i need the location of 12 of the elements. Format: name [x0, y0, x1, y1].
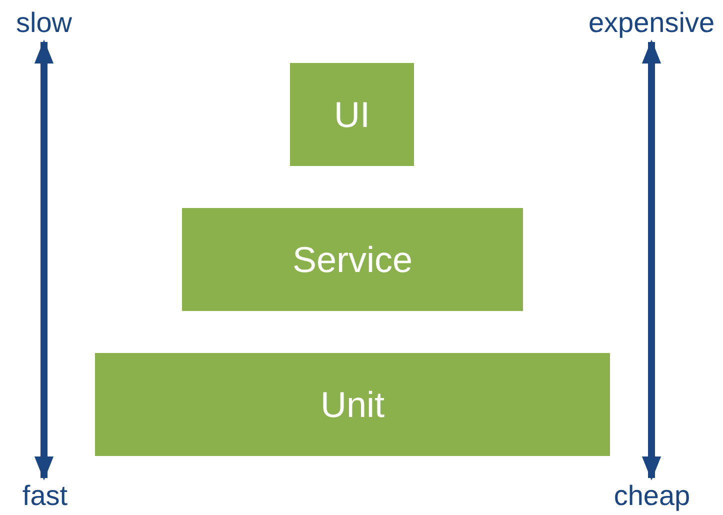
- tier-label: UI: [334, 96, 370, 132]
- axis-label: fast: [22, 482, 68, 510]
- axis-label: cheap: [614, 482, 690, 510]
- tier-box: [182, 208, 523, 311]
- axis-label: slow: [16, 9, 72, 37]
- double-arrow: [34, 40, 54, 480]
- tier-label: Service: [292, 242, 413, 278]
- axis-label: expensive: [588, 9, 715, 37]
- tier-box: [95, 353, 610, 456]
- tier-box: [290, 63, 414, 166]
- tier-label: Unit: [320, 386, 385, 422]
- double-arrow: [642, 40, 662, 480]
